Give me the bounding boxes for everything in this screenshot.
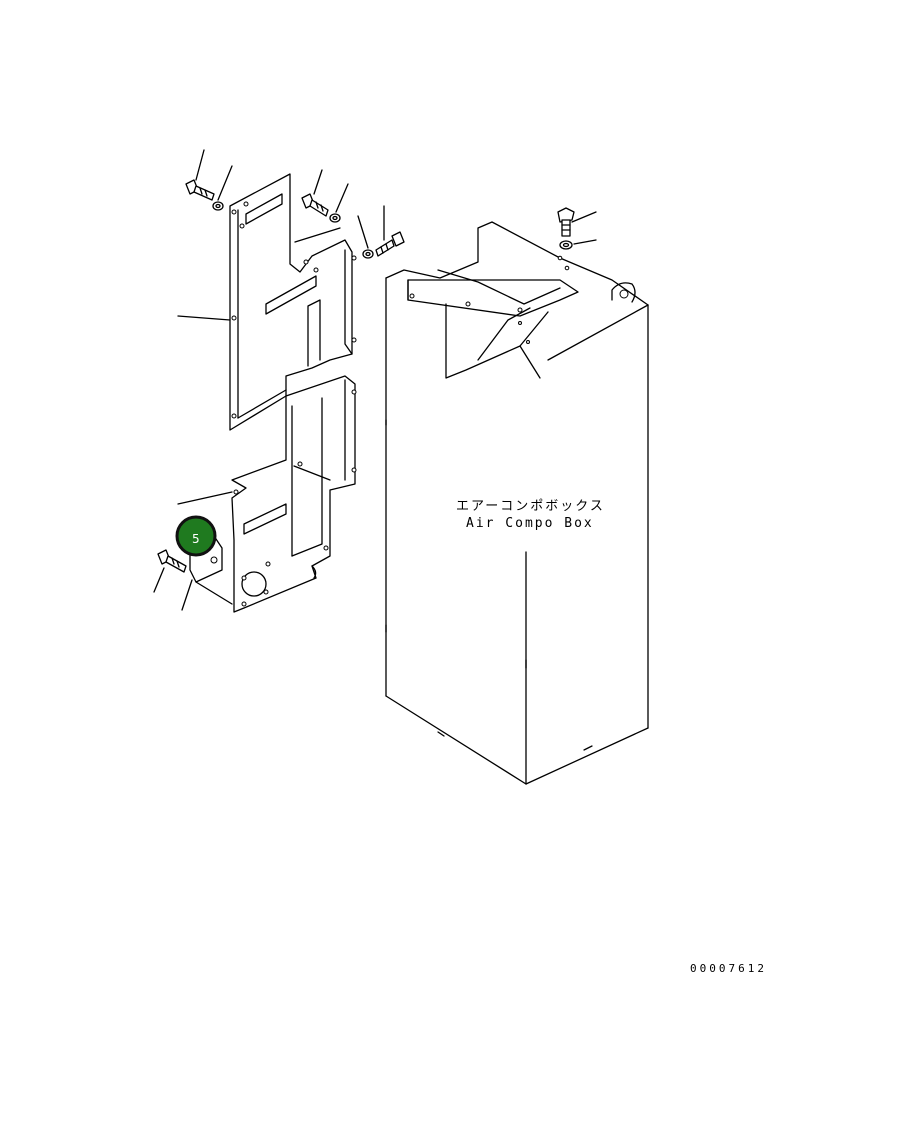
bolt-upper-right <box>375 231 405 257</box>
bolt-upper-left <box>185 179 215 201</box>
box-label-english: Air Compo Box <box>466 516 594 531</box>
bolt-box-top <box>557 207 575 237</box>
drawing-code: 00007612 <box>690 962 767 975</box>
bolt-lower-left <box>157 549 187 573</box>
upper-cover-plate <box>229 173 357 431</box>
box-label-japanese: エアーコンポボックス <box>456 499 605 514</box>
washer-upper-middle <box>329 213 341 223</box>
leader-lines <box>153 149 597 611</box>
lower-cover-plate <box>231 375 357 613</box>
bolt-upper-middle <box>301 193 329 217</box>
callout-5-number: 5 <box>192 532 200 546</box>
callout-5[interactable]: 5 <box>175 515 217 557</box>
washer-box-top <box>559 240 573 250</box>
washer-upper-right <box>362 249 374 259</box>
air-compo-box <box>385 221 649 785</box>
washer-upper-left <box>212 201 224 211</box>
